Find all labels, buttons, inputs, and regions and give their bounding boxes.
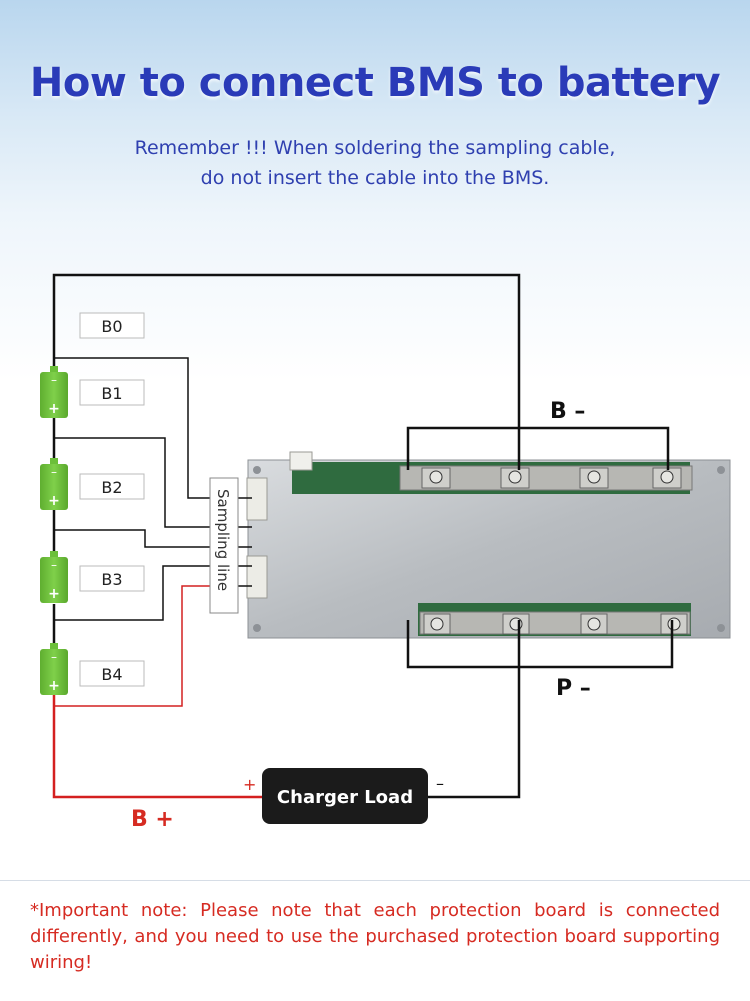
black-wires [52, 273, 674, 799]
p-minus-wire [428, 620, 521, 799]
label-b4: B4 [79, 660, 145, 687]
sampling-connector-bottom [246, 555, 268, 599]
wiring-diagram: Sampling line – + – + – + – + B0 B1 B2 [40, 273, 731, 832]
cell-minus-sign: – [51, 373, 57, 387]
charger-plus-sign: + [243, 775, 256, 794]
b-minus-bracket [406, 426, 670, 470]
p-minus-terminals [419, 611, 691, 635]
cell-minus-sign: – [51, 650, 57, 664]
cell-minus-sign: – [51, 558, 57, 572]
footer [0, 880, 750, 1001]
b-plus-wire [52, 694, 262, 799]
sampling-connector-top [246, 477, 268, 521]
cell-minus-sign: – [51, 465, 57, 479]
b-plus-label: B + [131, 807, 174, 832]
wire-b4 [54, 585, 212, 707]
label-b3: B3 [79, 565, 145, 592]
header-banner [0, 0, 750, 215]
cell-plus-sign: + [48, 401, 60, 417]
charger-load-box: Charger Load [262, 768, 428, 824]
sampling-line-box: Sampling line [209, 477, 239, 614]
svg-text:B3: B3 [101, 570, 122, 589]
svg-text:B4: B4 [101, 665, 122, 684]
label-b0: B0 [79, 312, 145, 339]
label-b2: B2 [79, 473, 145, 500]
cell-plus-sign: + [48, 586, 60, 602]
p-minus-bracket [406, 620, 674, 669]
important-note: *Important note: Please note that each p… [30, 900, 720, 973]
top-small-connector [289, 451, 313, 471]
wire-b0 [54, 357, 212, 499]
battery-cell-2: – + [40, 458, 68, 510]
wire-b3 [54, 565, 212, 621]
cell-plus-sign: + [48, 493, 60, 509]
b-minus-label: B – [550, 399, 585, 424]
charger-load-label: Charger Load [277, 787, 413, 808]
battery-cell-4: – + [40, 643, 68, 695]
warning-line-1: Remember !!! When soldering the sampling… [134, 137, 616, 159]
sampling-line-label: Sampling line [214, 489, 232, 591]
svg-text:B1: B1 [101, 384, 122, 403]
b-minus-terminals [399, 465, 693, 491]
sampling-wires [54, 357, 252, 621]
cell-plus-sign: + [48, 678, 60, 694]
battery-cell-3: – + [40, 551, 68, 603]
battery-negative-wire [52, 273, 521, 470]
wire-b2 [54, 529, 212, 548]
svg-text:B0: B0 [101, 317, 122, 336]
page-title: How to connect BMS to battery [29, 60, 721, 106]
svg-text:B2: B2 [101, 478, 122, 497]
p-minus-label: P – [556, 676, 591, 701]
charger-minus-sign: – [436, 774, 444, 793]
battery-cell-1: – + [40, 366, 68, 418]
wire-b1 [54, 437, 212, 528]
label-b1: B1 [79, 379, 145, 406]
warning-line-2: do not insert the cable into the BMS. [200, 167, 550, 189]
